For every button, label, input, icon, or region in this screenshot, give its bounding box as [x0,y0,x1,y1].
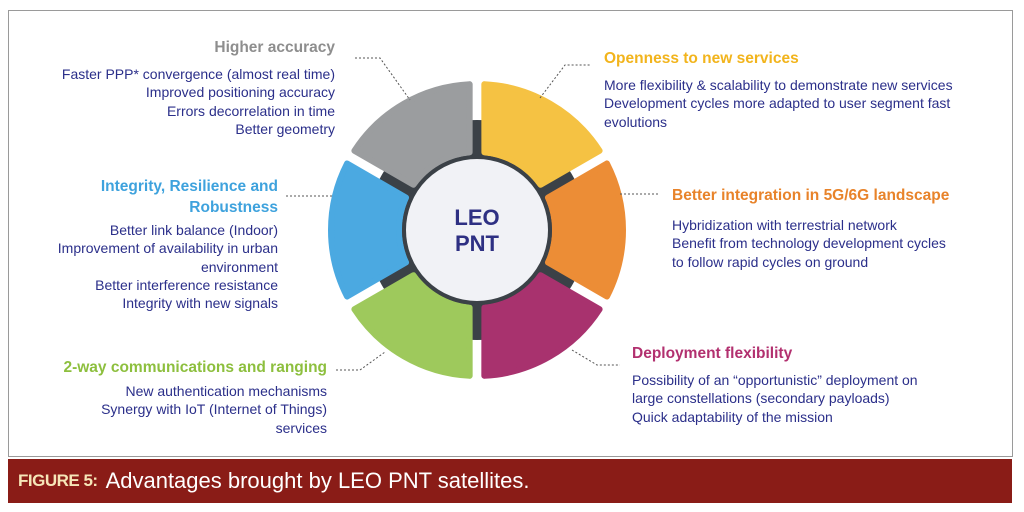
block-openness: Openness to new services More flexibilit… [604,48,953,131]
connector-deployment [571,349,620,366]
title-line: Integrity, Resilience and [100,178,278,195]
title-openness: Openness to new services [604,50,799,67]
figure-caption: FIGURE 5: Advantages brought by LEO PNT … [8,459,1012,503]
text-line: Improvement of availability in urban [57,240,278,257]
text-line: Hybridization with terrestrial network [672,217,897,233]
title-integrity: Integrity, Resilience and Robustness [58,176,278,218]
center-circle [402,155,552,305]
text-line: Improved positioning accuracy [145,84,335,101]
text-line: large constellations (secondary payloads… [632,390,890,407]
block-deployment: Deployment flexibility Possibility of an… [632,343,918,426]
ring-segment-blue [328,160,410,300]
text-line: environment [200,258,278,275]
block-higher-accuracy: Higher accuracy Faster PPP* convergence … [62,37,335,138]
center-line-1: LEO [454,205,500,230]
ring-segment-orange [544,160,626,300]
text-line: Synergy with IoT (Internet of Things) [101,401,327,418]
text-line: Integrity with new signals [122,295,278,312]
text-line: Possibility of an “opportunistic” deploy… [632,372,918,388]
text-line: evolutions [604,113,668,130]
text-line: Faster PPP* convergence (almost real tim… [61,66,335,82]
ring-segment-green [351,272,473,379]
text-line: Benefit from technology development cycl… [672,235,946,252]
block-integrity: Integrity, Resilience and Robustness Bet… [58,176,278,312]
text-line: More flexibility & scalability to demons… [604,77,953,93]
connector-twoway [336,351,386,371]
ring-segment-magenta [481,272,603,379]
text-line: Better geometry [235,120,335,137]
caption-text: Advantages brought by LEO PNT satellites… [105,468,530,493]
title-line: Robustness [189,199,278,216]
connector-accuracy [355,57,411,101]
ring-segment-yellow [481,81,603,188]
connector-openness [539,64,590,99]
text-line: Quick adaptability of the mission [632,408,833,425]
block-integration: Better integration in 5G/6G landscape Hy… [672,185,949,271]
text-line: services [275,419,327,436]
center-label: LEO PNT [417,205,537,257]
title-deployment: Deployment flexibility [632,345,793,362]
text-line: New authentication mechanisms [125,383,327,399]
connectors [286,57,660,371]
center-line-2: PNT [455,231,499,256]
title-two-way: 2-way communications and ranging [63,359,327,376]
text-line: Better interference resistance [95,276,278,293]
text-line: Better link balance (Indoor) [109,222,278,238]
block-two-way: 2-way communications and ranging New aut… [63,357,327,437]
text-line: Development cycles more adapted to user … [604,95,951,112]
text-line: to follow rapid cycles on ground [672,253,869,270]
ring-segment-gray [351,81,473,188]
text-line: Errors decorrelation in time [166,102,335,119]
caption-label: FIGURE 5: [18,471,98,490]
title-higher-accuracy: Higher accuracy [214,39,335,56]
title-integration: Better integration in 5G/6G landscape [672,187,950,204]
